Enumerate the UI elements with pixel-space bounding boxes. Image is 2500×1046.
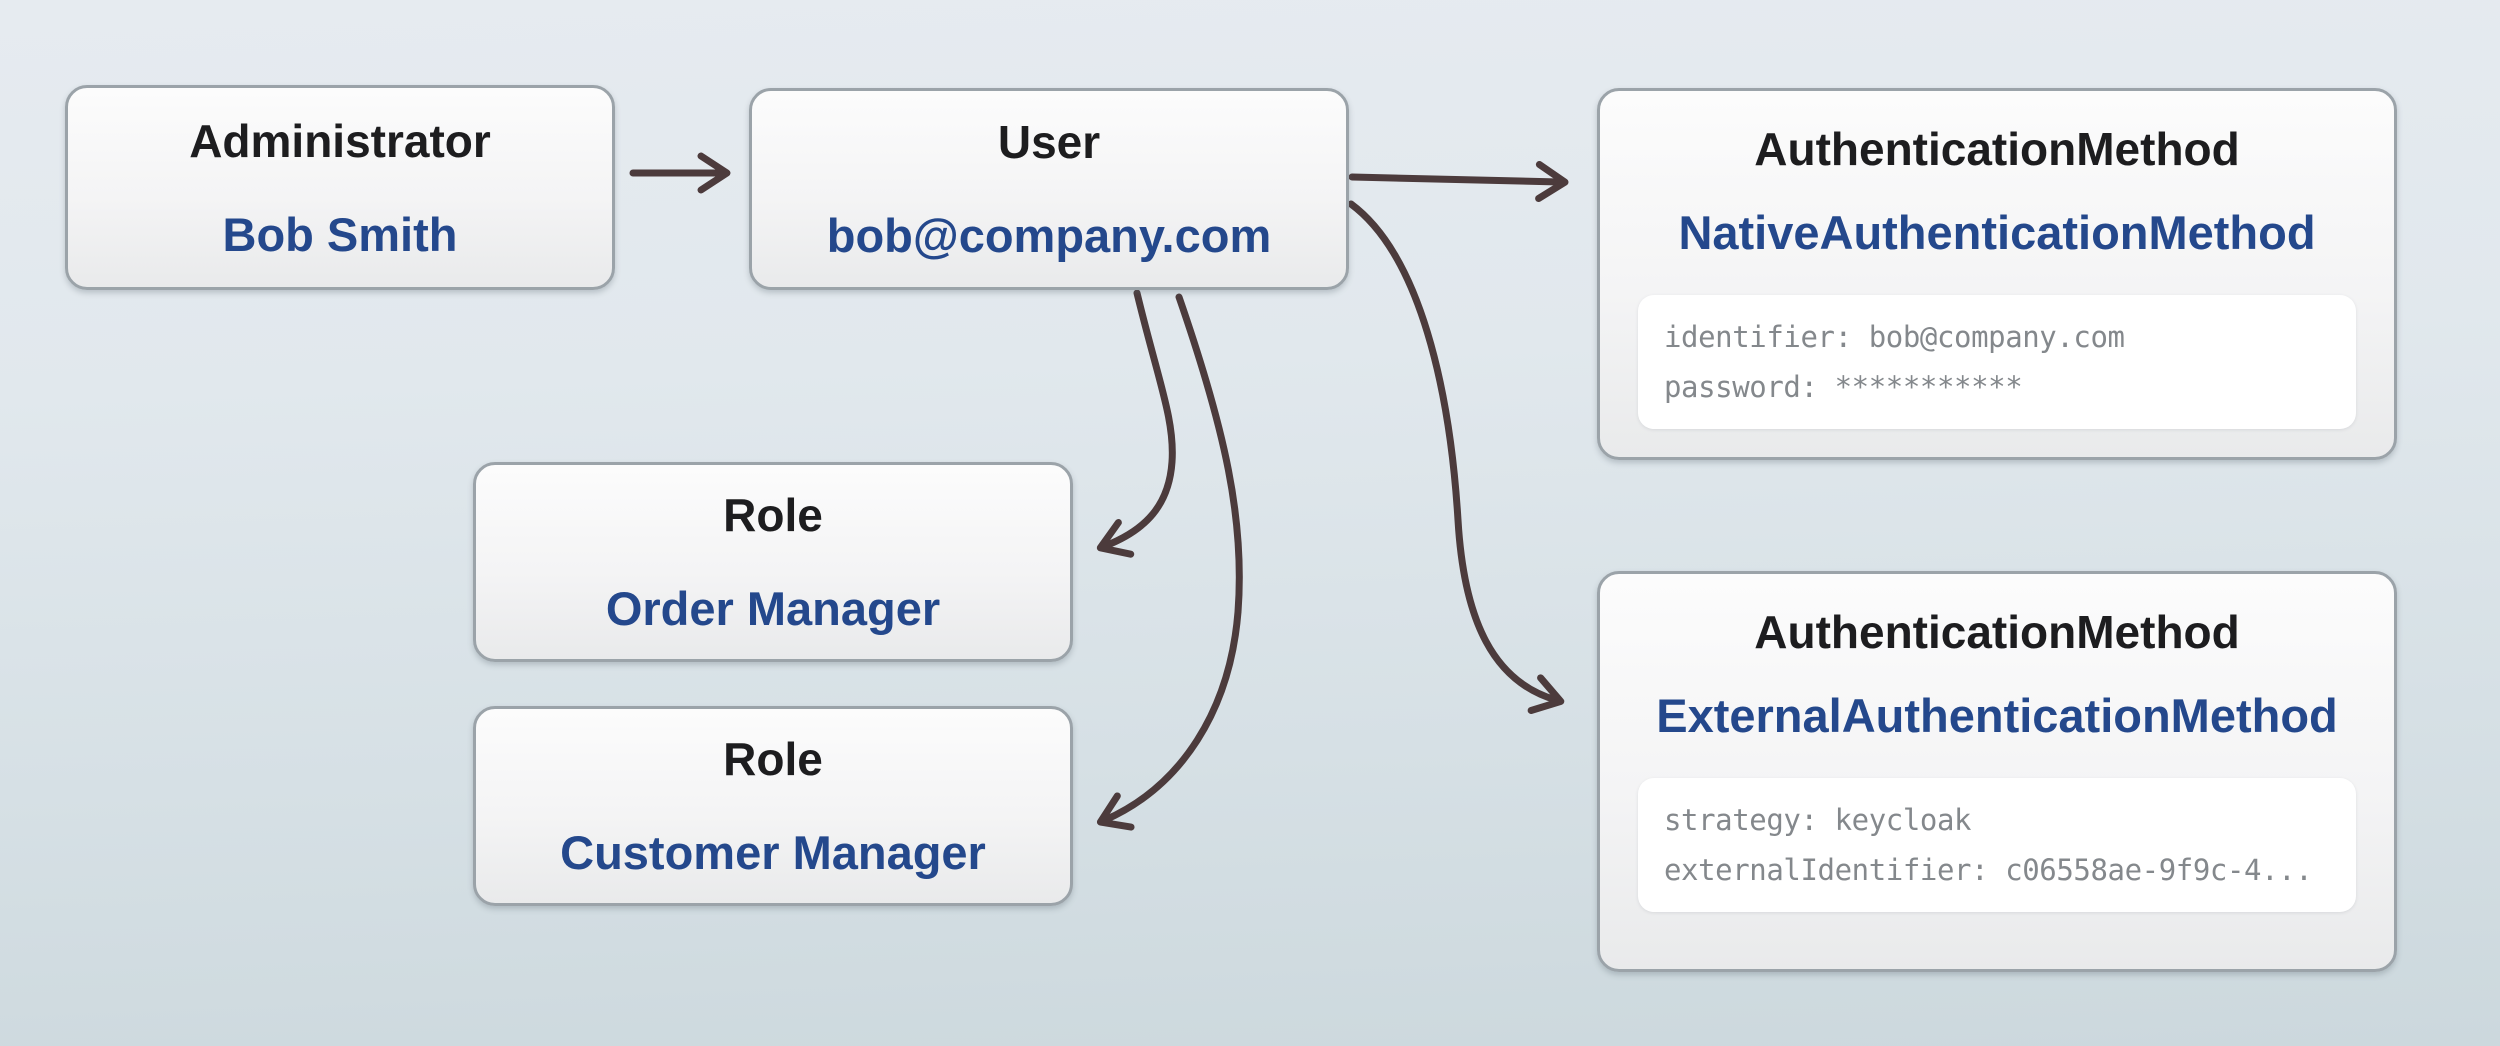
node-value: Bob Smith <box>222 207 458 261</box>
node-title: AuthenticationMethod <box>1754 123 2240 175</box>
attribute-password: password: *********** <box>1664 370 2023 404</box>
edge-user-to-native-authentication <box>1348 161 1569 202</box>
node-administrator: Administrator Bob Smith <box>65 85 615 290</box>
attribute-external-identifier: externalIdentifier: c06558ae-9f9c-4... <box>1664 853 2313 887</box>
node-role-order-manager: Role Order Manager <box>473 462 1073 662</box>
node-title: Role <box>723 489 823 541</box>
node-native-authentication-method: AuthenticationMethod NativeAuthenticatio… <box>1597 88 2397 460</box>
node-title: User <box>997 116 1101 168</box>
node-value: bob@company.com <box>826 209 1272 262</box>
node-title: AuthenticationMethod <box>1754 606 2240 658</box>
attributes-panel: strategy: keycloak externalIdentifier: c… <box>1638 778 2356 912</box>
node-external-authentication-method: AuthenticationMethod ExternalAuthenticat… <box>1597 571 2397 972</box>
attribute-identifier: identifier: bob@company.com <box>1664 320 2125 354</box>
edge-user-to-external-authentication <box>1347 200 1565 714</box>
attribute-strategy: strategy: keycloak <box>1664 803 1972 837</box>
node-value: Customer Manager <box>560 826 986 879</box>
edge-user-to-customer-manager-role <box>1096 293 1243 831</box>
node-value: Order Manager <box>605 582 941 635</box>
node-value: ExternalAuthenticationMethod <box>1656 689 2338 742</box>
node-value: NativeAuthenticationMethod <box>1678 206 2316 259</box>
node-title: Administrator <box>189 114 491 167</box>
node-user: User bob@company.com <box>749 88 1349 290</box>
node-title: Role <box>723 733 823 785</box>
node-role-customer-manager: Role Customer Manager <box>473 706 1073 906</box>
attributes-panel: identifier: bob@company.com password: **… <box>1638 295 2356 429</box>
edge-user-to-order-manager-role <box>1096 289 1176 558</box>
